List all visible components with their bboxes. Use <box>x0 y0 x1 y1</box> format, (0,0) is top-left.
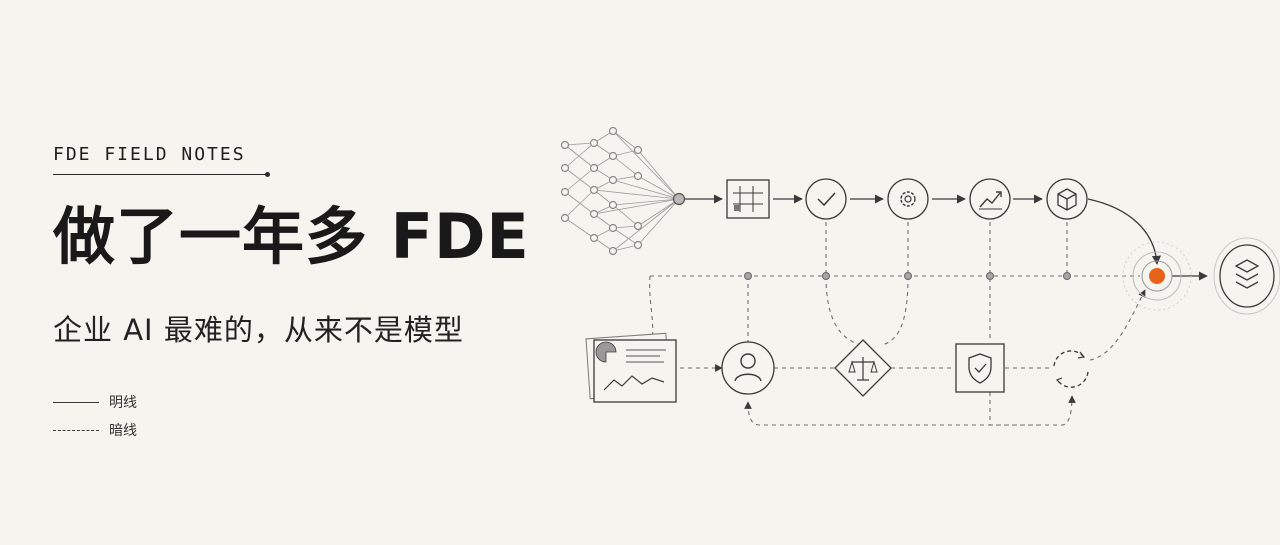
target-node-icon <box>1122 241 1192 311</box>
page-title: 做了一年多 FDE <box>53 200 530 273</box>
dashed-flow-lines <box>649 222 1146 426</box>
legend-solid-swatch <box>53 401 99 403</box>
network-graph-icon <box>564 130 680 252</box>
cube-icon <box>1046 178 1088 220</box>
kicker-rule <box>53 174 267 175</box>
gear-icon <box>887 178 929 220</box>
network-output-node <box>672 192 686 206</box>
page-subtitle: 企业 AI 最难的，从来不是模型 <box>53 313 464 347</box>
legend-dashed-label: 暗线 <box>109 423 137 439</box>
title-block: FDE FIELD NOTES 做了一年多 FDE 企业 AI 最难的，从来不是… <box>53 0 553 545</box>
solid-flow-lines <box>685 194 1208 281</box>
trend-chart-icon <box>969 178 1011 220</box>
kicker-label: FDE FIELD NOTES <box>53 144 246 165</box>
report-documents-icon <box>585 332 677 403</box>
legend-dashed: 暗线 <box>53 420 137 440</box>
cycle-icon <box>1053 350 1089 388</box>
shield-check-icon <box>955 343 1005 393</box>
junction-dots <box>744 272 1071 280</box>
legend-solid-label: 明线 <box>109 395 137 411</box>
legend-solid: 明线 <box>53 392 137 412</box>
legend-dashed-swatch <box>53 429 99 431</box>
scale-icon <box>834 339 892 397</box>
user-icon <box>721 341 775 395</box>
kicker-rule-dot <box>265 172 270 177</box>
layers-icon <box>1213 237 1280 315</box>
check-icon <box>805 178 847 220</box>
grid-icon <box>726 179 770 219</box>
